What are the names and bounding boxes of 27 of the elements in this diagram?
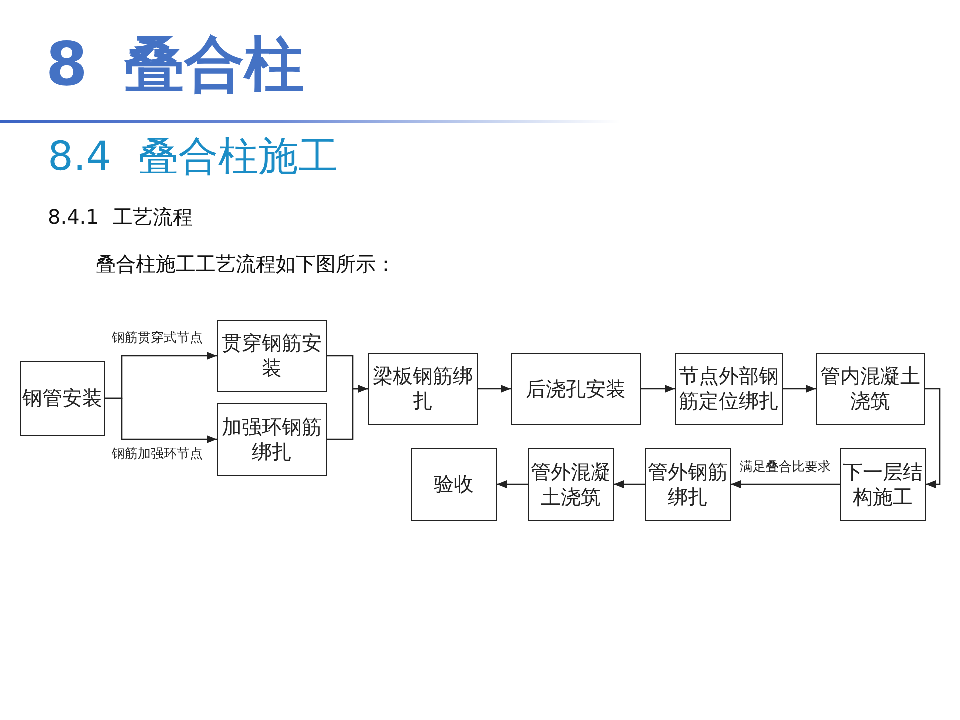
arrow [105,398,217,444]
arrow [731,480,840,488]
arrow [641,385,675,393]
process-box: 验收 [411,448,497,521]
subsection-heading: 8.4.1 工艺流程 [48,205,194,230]
process-box: 加强环钢筋绑扎 [217,403,327,476]
process-box: 下一层结构施工 [840,448,926,521]
process-box: 管外钢筋绑扎 [645,448,731,521]
edge-label: 满足叠合比要求 [739,460,832,475]
arrow [614,480,645,488]
process-box: 后浇孔安装 [511,353,641,425]
process-box: 贯穿钢筋安装 [217,320,327,392]
arrow [497,480,528,488]
process-box: 钢管安装 [20,361,105,436]
arrow [478,385,511,393]
process-box: 梁板钢筋绑扎 [368,353,478,425]
arrow [783,385,816,393]
edge-label: 钢筋贯穿式节点 [111,331,204,346]
process-box: 节点外部钢筋定位绑扎 [675,353,783,425]
arrow [925,388,941,488]
slide-title: 8 叠合柱 [46,29,305,101]
arrow [327,385,368,440]
process-box: 管外混凝土浇筑 [528,448,614,521]
body-text: 叠合柱施工工艺流程如下图所示： [96,252,396,277]
edge-label: 钢筋加强环节点 [111,447,204,462]
section-heading: 8.4 叠合柱施工 [48,133,338,182]
process-box: 管内混凝土浇筑 [816,353,925,425]
